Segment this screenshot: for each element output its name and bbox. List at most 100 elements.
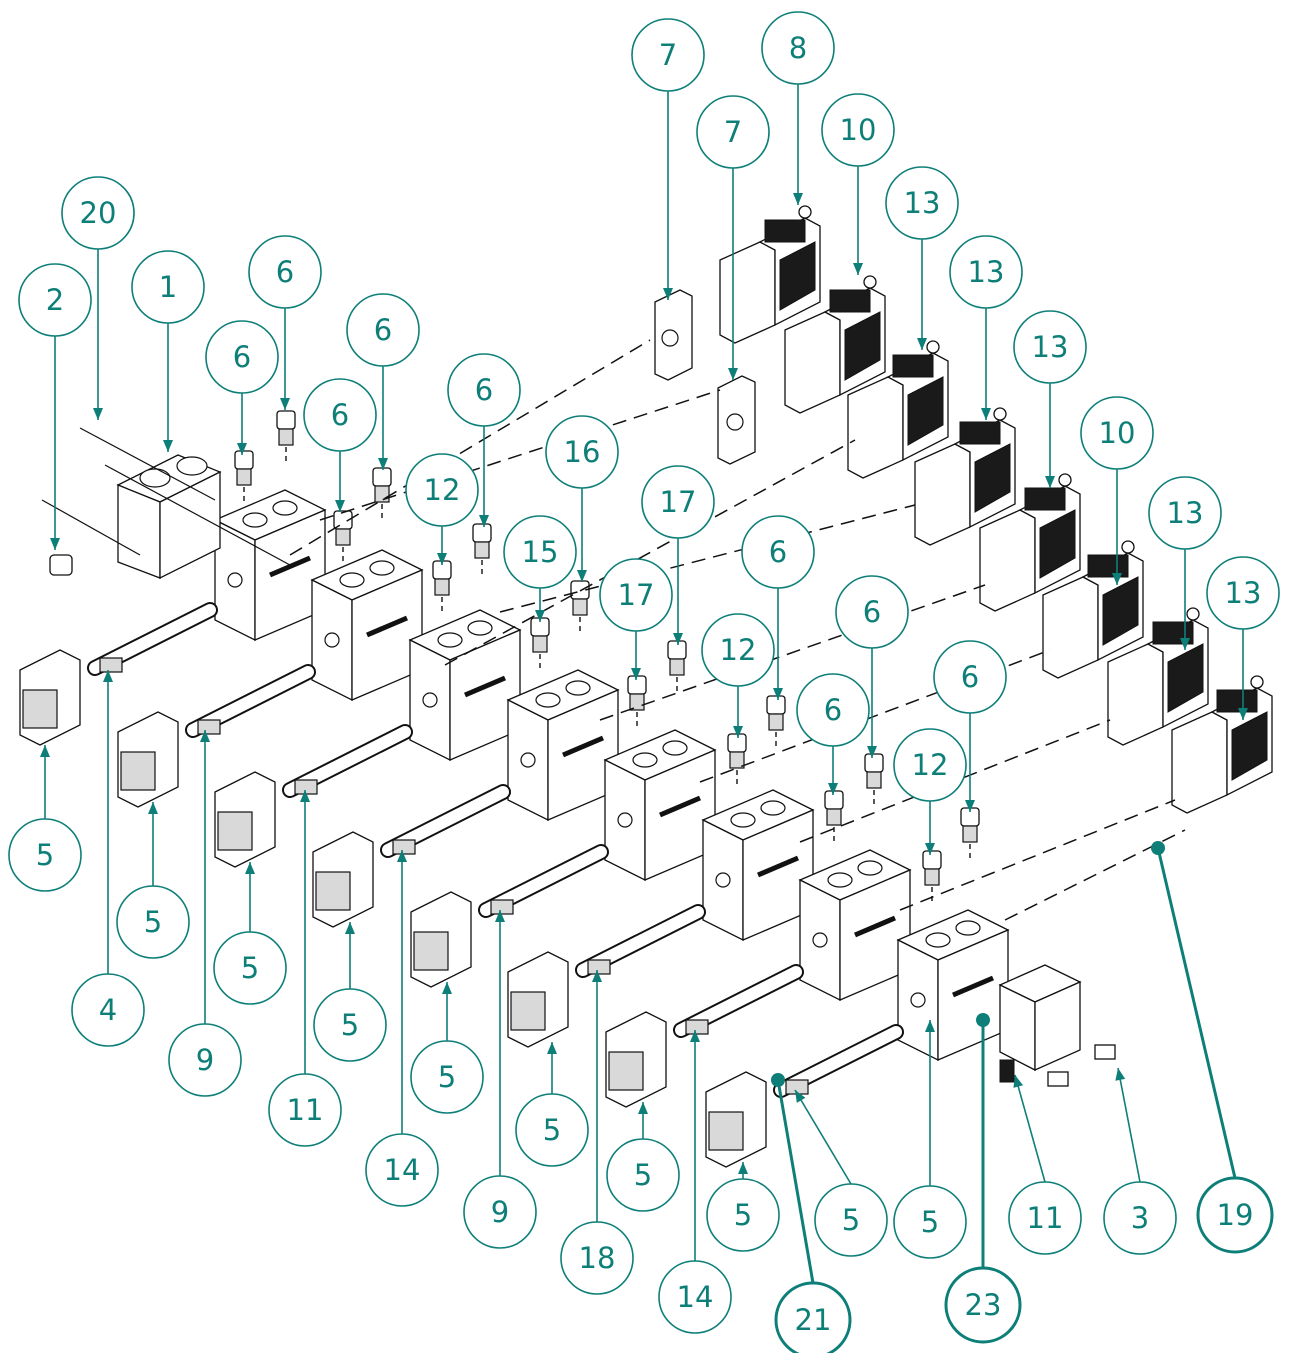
valve-section-2	[310, 549, 424, 702]
spool-end	[490, 899, 514, 915]
solenoid-cover	[779, 241, 816, 311]
slot	[562, 735, 604, 758]
solenoid-cover	[1231, 711, 1268, 781]
balloon-circle	[303, 378, 377, 452]
leader-arrowhead	[1013, 1075, 1024, 1088]
balloon-circle	[61, 176, 135, 250]
balloon-circle	[313, 988, 387, 1062]
side-hole	[812, 932, 828, 948]
spool-assembly-8	[705, 1024, 904, 1168]
manual-override	[1186, 607, 1200, 621]
solenoid-cap	[1107, 643, 1164, 746]
balloon-circle	[1080, 396, 1154, 470]
balloon-circle	[168, 1023, 242, 1097]
cartridge-8	[570, 580, 590, 635]
port-hole	[535, 692, 561, 708]
balloon-number: 5	[36, 838, 54, 872]
leader-line	[1117, 1067, 1141, 1183]
solenoid-cap	[719, 241, 776, 344]
callout-balloon: 16	[545, 415, 619, 489]
tie-rod	[41, 499, 141, 556]
cartridge-body	[532, 635, 548, 653]
balloon-number: 5	[341, 1008, 359, 1042]
balloon-number: 5	[241, 951, 259, 985]
balloon-circle	[949, 235, 1023, 309]
balloon-circle	[1206, 556, 1280, 630]
leader-arrowhead	[397, 850, 407, 862]
balloon-number: 6	[769, 535, 787, 569]
solenoid-cover	[1102, 576, 1139, 646]
callout-balloon: 10	[1080, 396, 1154, 470]
port-hole	[662, 740, 688, 756]
balloon-number: 9	[196, 1043, 214, 1077]
leader-arrowhead	[631, 668, 641, 680]
adapter-hole	[661, 329, 679, 347]
balloon-number: 6	[475, 373, 493, 407]
solenoid-cap	[1042, 576, 1099, 679]
cartridge-15	[922, 850, 942, 905]
balloon-circle	[774, 1281, 852, 1353]
solenoid-fins	[829, 289, 871, 313]
manual-override	[798, 205, 812, 219]
leader-arrowhead	[345, 922, 355, 934]
leader-arrowhead	[245, 862, 255, 874]
balloon-number: 8	[789, 31, 807, 65]
slot	[269, 555, 311, 578]
balloon-number: 11	[1027, 1201, 1064, 1235]
spool-assembly-6	[507, 904, 706, 1048]
cartridge-head	[627, 675, 647, 695]
solenoid-7	[1107, 607, 1209, 746]
leader-arrowhead	[925, 1020, 935, 1032]
slot	[464, 675, 506, 698]
actuator-connector	[510, 991, 546, 1031]
callout-balloon: 17	[641, 465, 715, 539]
leader-arrowhead	[638, 1102, 648, 1114]
cartridge-body	[236, 468, 252, 486]
balloon-number: 6	[863, 595, 881, 629]
callout-balloon: 8	[761, 11, 835, 85]
callout-balloon: 3	[1103, 1181, 1177, 1255]
cartridge-5	[432, 560, 452, 615]
cartridge-head	[276, 410, 296, 430]
cartridge-2	[276, 410, 296, 465]
cartridge-9	[627, 675, 647, 730]
balloon-circle	[545, 415, 619, 489]
balloon-circle	[410, 1040, 484, 1114]
callout-balloon: 13	[885, 166, 959, 240]
balloon-circle	[821, 93, 895, 167]
solenoid-fins	[1087, 554, 1129, 578]
cartridge-head	[667, 640, 687, 660]
solenoid-cap	[784, 311, 841, 414]
callout-balloon: 6	[933, 640, 1007, 714]
leader-line	[794, 1089, 852, 1185]
leader-arrowhead	[795, 1090, 806, 1103]
cartridge-head	[372, 467, 392, 487]
callout-balloon: 2	[18, 263, 92, 337]
manual-override	[993, 407, 1007, 421]
balloon-number: 5	[921, 1205, 939, 1239]
fitting	[49, 554, 73, 576]
balloon-circle	[761, 11, 835, 85]
leader-arrowhead	[1045, 476, 1055, 488]
callout-balloon: 5	[313, 988, 387, 1062]
balloon-circle	[268, 1073, 342, 1147]
balloon-number: 7	[724, 115, 742, 149]
callout-balloon: 11	[268, 1073, 342, 1147]
balloon-number: 13	[968, 255, 1005, 289]
balloon-circle	[814, 1183, 888, 1257]
inlet-side	[159, 470, 221, 580]
leader-arrowhead	[479, 515, 489, 527]
solenoid-3	[847, 340, 949, 479]
balloon-number: 12	[720, 633, 757, 667]
callout-balloon: 6	[205, 320, 279, 394]
balloon-circle	[696, 95, 770, 169]
leader-arrowhead	[728, 368, 738, 380]
cartridge-4	[372, 467, 392, 522]
callout-balloon: 5	[893, 1185, 967, 1259]
balloon-number: 19	[1217, 1198, 1254, 1232]
balloon-number: 13	[904, 186, 941, 220]
cartridge-body	[629, 693, 645, 711]
cartridge-body	[729, 751, 745, 769]
